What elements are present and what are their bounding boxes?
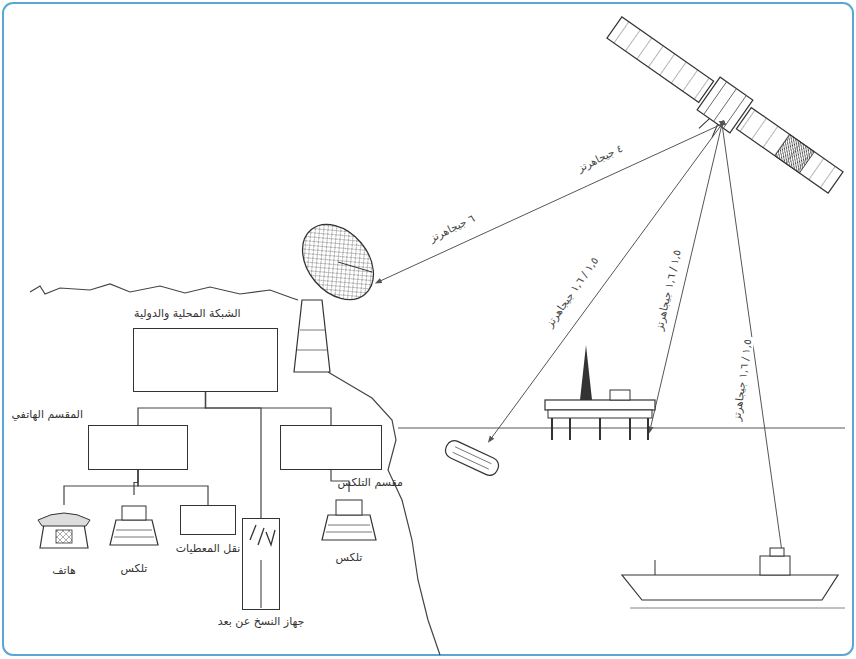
earth-station-dish bbox=[288, 211, 388, 372]
node-label: هاتف bbox=[52, 564, 76, 577]
graph-icon bbox=[250, 525, 275, 608]
connector bbox=[206, 392, 262, 518]
node-label: جهاز النسخ عن بعد bbox=[218, 615, 305, 628]
cliff bbox=[328, 372, 440, 655]
node-label: الشبكة المحلية والدولية bbox=[134, 307, 241, 320]
node-label: المقسم الهاتفي bbox=[11, 408, 83, 421]
radio-links bbox=[378, 124, 782, 552]
coastline bbox=[30, 284, 298, 300]
process-box: الشبكة المحلية والدولية bbox=[133, 328, 278, 392]
frequency-label: ١,٥ / ١,٦ جيجاهرتز bbox=[542, 253, 602, 331]
frequency-label: ١,٥ / ١,٦ جيجاهرتز bbox=[730, 336, 755, 423]
node-label: تلكس bbox=[336, 551, 363, 564]
process-box: جهاز النسخ عن بعد bbox=[242, 518, 280, 610]
terminal-device: هاتف bbox=[35, 505, 93, 577]
frame bbox=[3, 3, 853, 655]
connector bbox=[206, 392, 332, 425]
frequency-label: ٤ جيجاهرتز bbox=[574, 141, 627, 175]
process-box: مقسم التلكس bbox=[280, 425, 382, 470]
connector bbox=[64, 470, 138, 505]
satellite bbox=[595, 11, 847, 210]
oil-rig bbox=[545, 345, 655, 440]
connector bbox=[138, 392, 206, 425]
horizon bbox=[398, 428, 845, 429]
frequency-label: ١,٥ / ١,٦ جيجاهرتز bbox=[652, 246, 684, 333]
lifeboat bbox=[443, 438, 501, 478]
node-label: نقل المعطيات bbox=[176, 542, 241, 555]
terminal-device: تلكس bbox=[108, 495, 160, 575]
ship bbox=[622, 548, 845, 608]
teleprinter-icon bbox=[110, 506, 158, 545]
frequency-label: ٦ جيجاهرتز bbox=[426, 211, 479, 245]
node-label: تلكس bbox=[121, 562, 148, 575]
terminal-device: تلكس bbox=[318, 492, 380, 564]
process-box: المقسم الهاتفي bbox=[88, 425, 188, 470]
connector bbox=[138, 470, 208, 505]
process-box: نقل المعطيات bbox=[180, 505, 236, 535]
node-label: مقسم التلكس bbox=[337, 476, 403, 489]
teleprinter-icon bbox=[322, 500, 376, 540]
telephone-icon bbox=[38, 513, 90, 548]
